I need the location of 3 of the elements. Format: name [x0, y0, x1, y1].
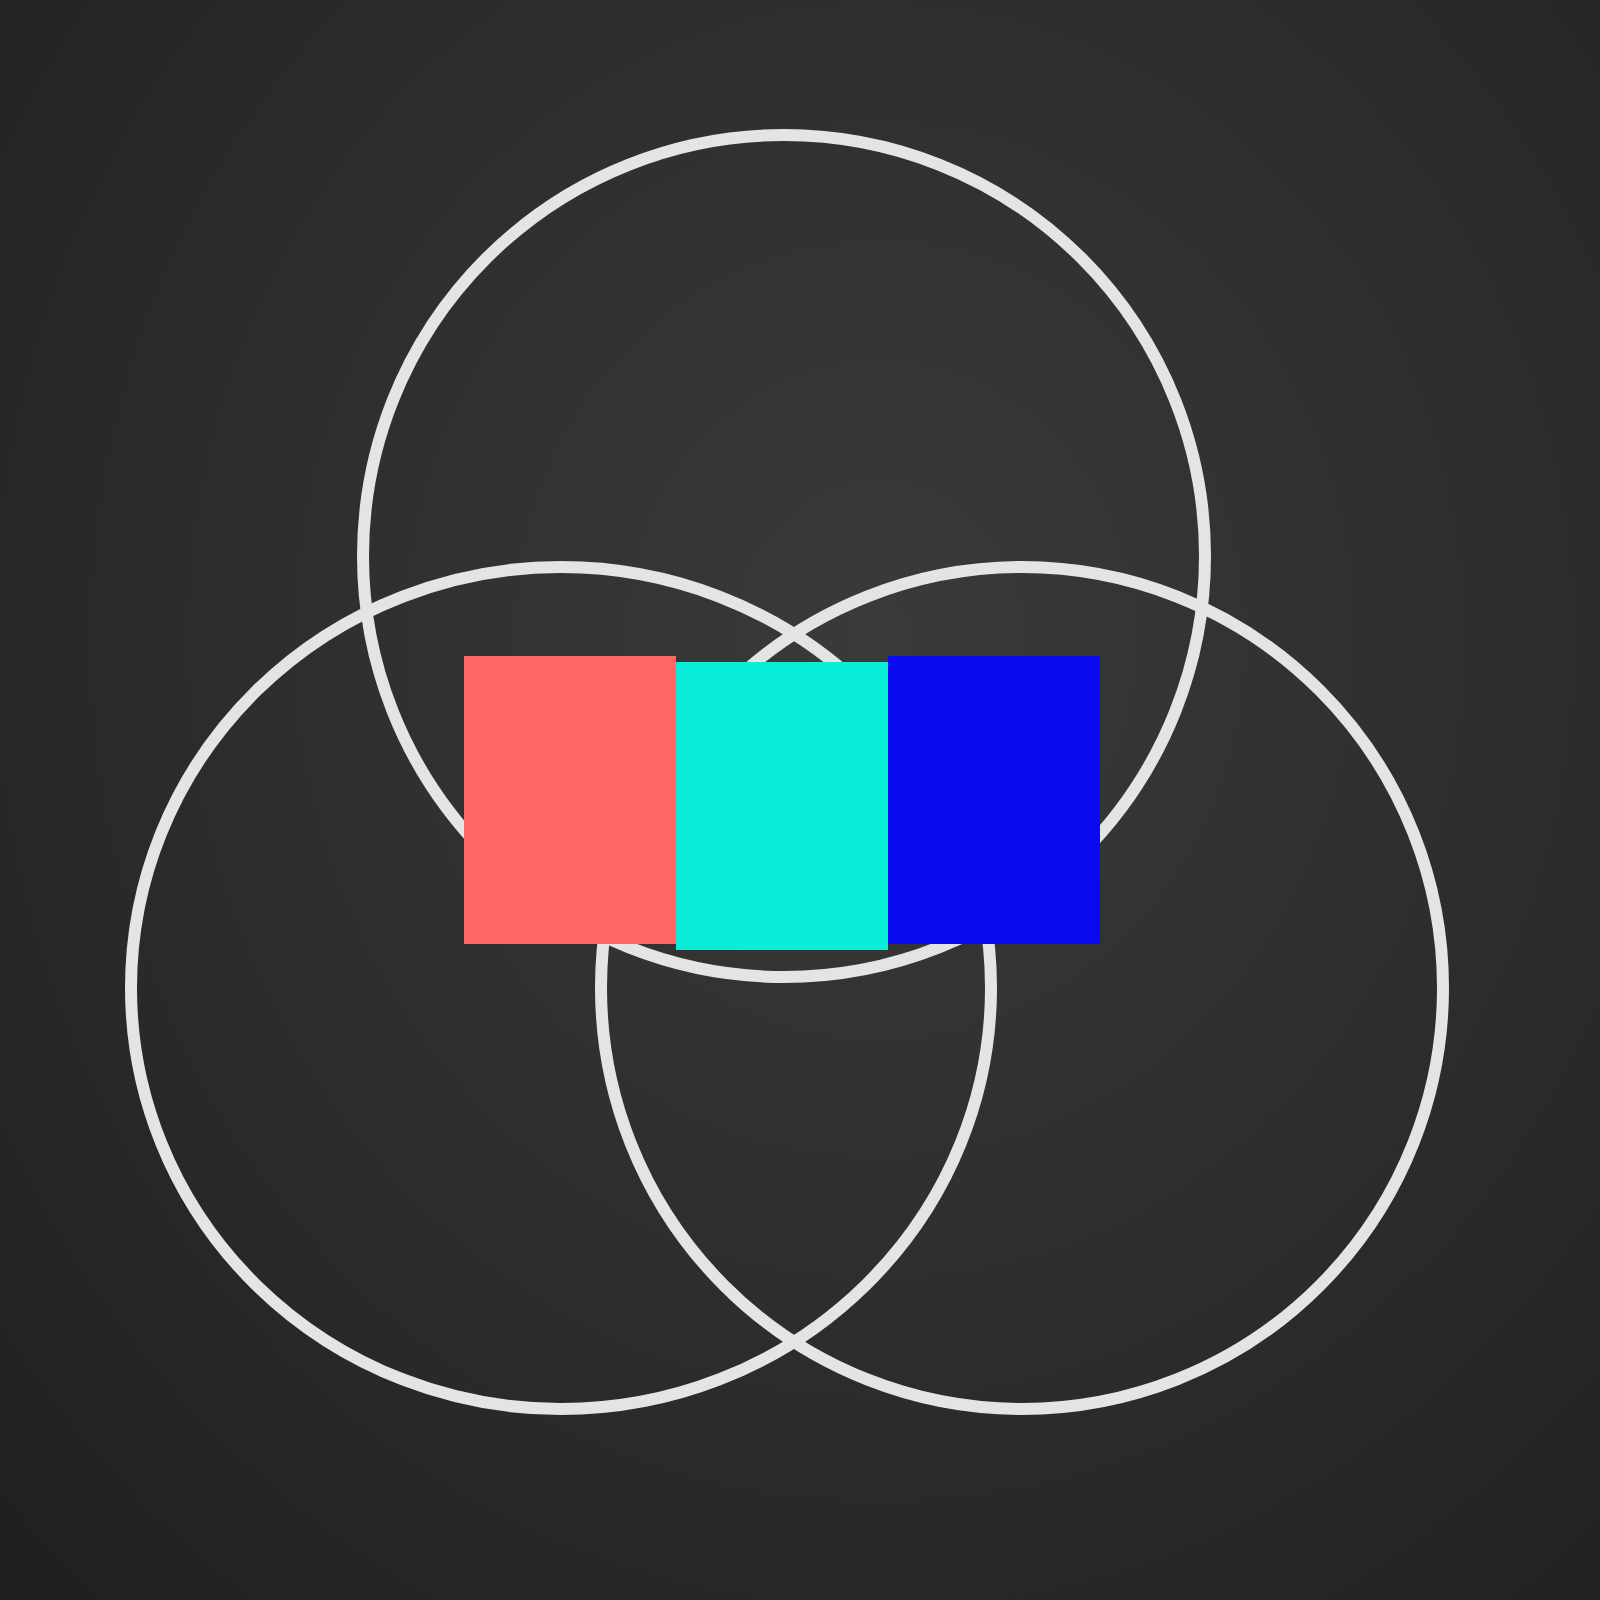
blank-tile [676, 662, 888, 950]
blank-tile [888, 656, 1100, 944]
blank-tile [464, 656, 676, 944]
